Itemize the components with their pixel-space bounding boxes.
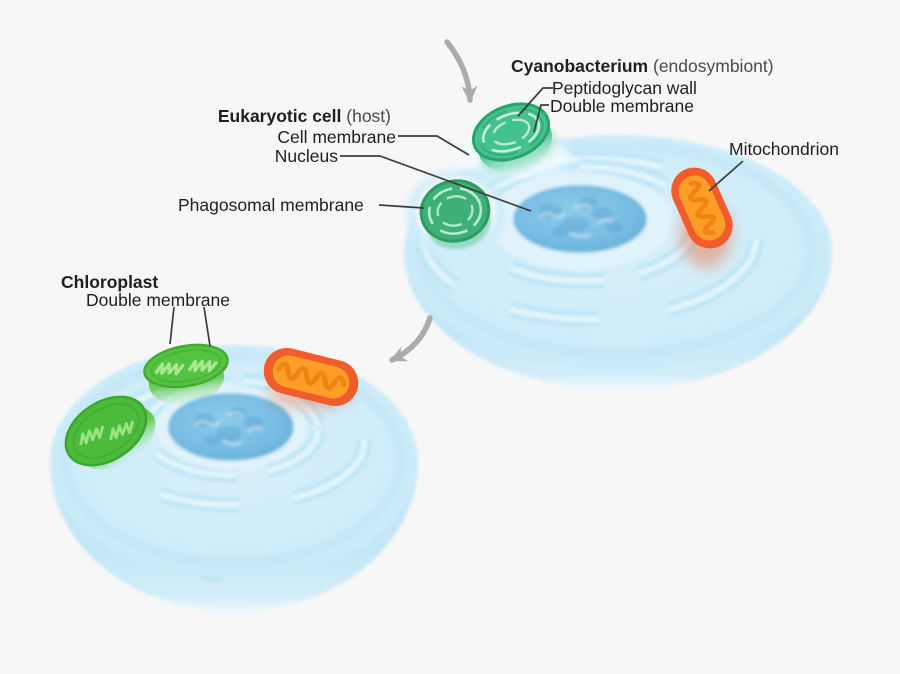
lower-er-inner-highlight: [141, 382, 321, 478]
double-membrane-top-label: Double membrane: [550, 96, 694, 116]
lower-nucleus: [168, 393, 294, 461]
peptidoglycan-wall-label: Peptidoglycan wall: [552, 78, 697, 98]
chloroplast-left-face: [64, 395, 148, 467]
upper-mitochondrion-cristae: [687, 180, 717, 236]
engulfed-cyanobacterium: [419, 179, 491, 249]
leader-peptidoglycan: [517, 87, 553, 117]
chloroplast-top-face: [143, 343, 229, 389]
flow-arrows: [389, 39, 478, 363]
chloroplast-label: Chloroplast: [61, 272, 159, 292]
leader-double-membrane-top: [533, 104, 549, 133]
leader-phagosomal: [378, 204, 425, 209]
host-cell-lower: [50, 345, 418, 612]
upper-nucleus: [513, 185, 647, 253]
arrow-engulfment-icon: [444, 39, 478, 103]
chloroplast-left-thylakoids: [79, 420, 134, 446]
chloroplast-organelle-left: [64, 395, 156, 470]
cyanobacterium-organelle: [471, 102, 557, 173]
leader-chloroplast-membrane-1: [169, 306, 175, 345]
arrow-evolution-icon: [389, 315, 433, 363]
leader-chloroplast-membrane-2: [203, 306, 211, 347]
eukaryotic-cell-label: Eukaryotic cell (host): [217, 106, 391, 126]
lower-mitochondrion-cristae: [276, 361, 347, 391]
cyanobacterium-label: Cyanobacterium (endosymbiont): [511, 56, 774, 76]
leader-cell-membrane: [398, 135, 470, 156]
leader-lines: [169, 87, 744, 347]
mitochondrion-organelle-upper: [671, 167, 733, 249]
leader-mitochondrion: [708, 160, 744, 192]
nucleus-label: Nucleus: [274, 146, 338, 166]
mitochondrion-label: Mitochondrion: [729, 139, 839, 159]
cell-membrane-label: Cell membrane: [277, 127, 396, 147]
lower-cell-inner-rim: [60, 352, 406, 568]
chloroplast-organelle-top: [143, 343, 229, 405]
double-membrane-bottom-label: Double membrane: [86, 290, 230, 310]
phagosomal-membrane-label: Phagosomal membrane: [178, 195, 364, 215]
chloroplast-top-thylakoids: [155, 359, 218, 376]
leader-nucleus: [340, 155, 532, 212]
host-cell-upper: [404, 135, 832, 390]
mitochondrion-organelle-lower: [263, 347, 359, 407]
